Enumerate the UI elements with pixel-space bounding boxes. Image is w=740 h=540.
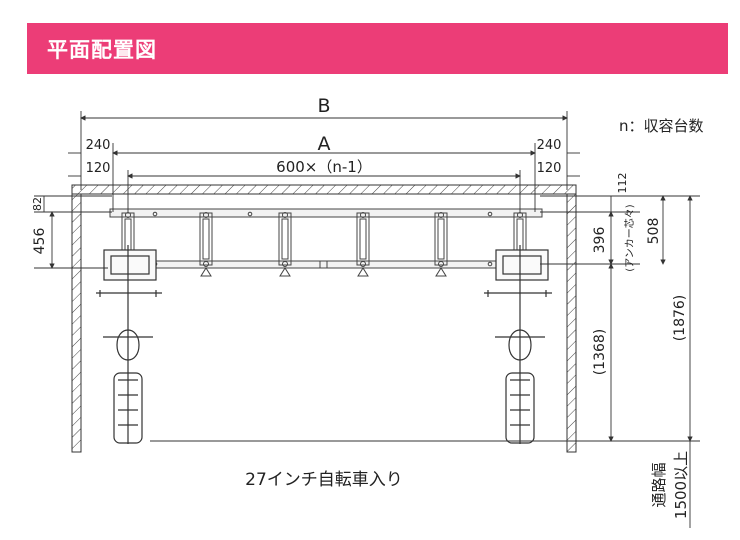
dim-right-inner: 120 — [537, 161, 562, 176]
left-vertical-dimensions — [34, 195, 112, 269]
bicycle-right — [484, 245, 552, 444]
aisle-note: 通路幅 — [650, 462, 668, 507]
center-marker — [319, 260, 328, 269]
anchor-marker — [435, 267, 447, 277]
caption: 27インチ自転車入り — [245, 470, 403, 490]
dim-508: 508 — [646, 218, 662, 245]
left-wall — [71, 193, 82, 453]
dim-pitch: 600×（n-1） — [276, 158, 372, 176]
anchor-note: (アンカー芯々) — [623, 204, 636, 272]
bicycle-left — [96, 245, 162, 444]
anchor-marker — [200, 267, 212, 277]
rack-unit — [199, 212, 213, 267]
rack-unit — [278, 212, 292, 267]
dim-456: 456 — [32, 228, 48, 255]
front-rail — [109, 260, 543, 269]
aisle-value: 1500以上 — [672, 451, 690, 519]
dim-396: 396 — [592, 227, 608, 254]
dim-A: A — [318, 133, 331, 155]
dim-82: 82 — [31, 197, 44, 211]
horizontal-dimensions — [68, 111, 580, 212]
page-title: 平面配置図 — [47, 38, 157, 62]
dim-left-outer: 240 — [86, 138, 111, 153]
top-wall — [71, 184, 577, 195]
walls — [71, 184, 577, 453]
dim-B: B — [317, 95, 330, 117]
dim-1368: (1368) — [592, 329, 608, 376]
dim-1876: (1876) — [672, 295, 688, 342]
back-rail — [109, 208, 543, 218]
header-bar: 平面配置図 — [27, 23, 728, 74]
dim-left-inner: 120 — [86, 161, 111, 176]
dim-112: 112 — [616, 173, 629, 194]
dim-right-outer: 240 — [537, 138, 562, 153]
rack-rails — [109, 208, 543, 269]
anchor-marker — [357, 267, 369, 277]
right-vertical-dimensions — [150, 195, 700, 528]
anchor-marker — [279, 267, 291, 277]
rack-unit — [356, 212, 370, 267]
right-wall — [566, 193, 577, 453]
rack-unit — [434, 212, 448, 267]
n-note: n：収容台数 — [619, 117, 704, 135]
